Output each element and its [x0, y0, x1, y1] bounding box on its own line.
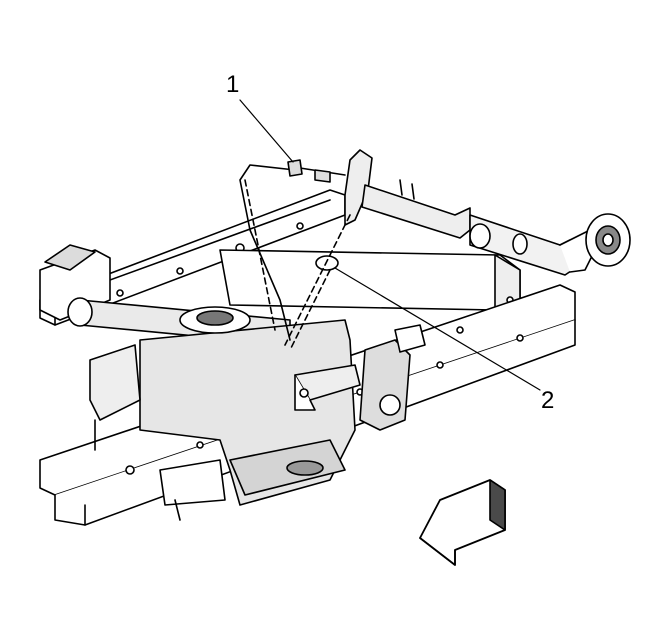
callout-leaders	[239, 99, 541, 391]
callout-label-2: 2	[541, 387, 555, 414]
vent-hose	[239, 159, 346, 341]
direction-arrow-icon	[419, 479, 506, 566]
filler-cap-icon	[585, 213, 631, 267]
left-hanger	[89, 344, 141, 451]
grommet-ring	[315, 255, 339, 271]
phantom-lines	[244, 179, 351, 351]
frame-bracket	[294, 364, 361, 411]
callout-label-1: 1	[226, 71, 240, 98]
fuel-tank	[139, 319, 356, 521]
fuel-pump-module	[179, 306, 251, 334]
spring-hanger	[359, 324, 426, 431]
